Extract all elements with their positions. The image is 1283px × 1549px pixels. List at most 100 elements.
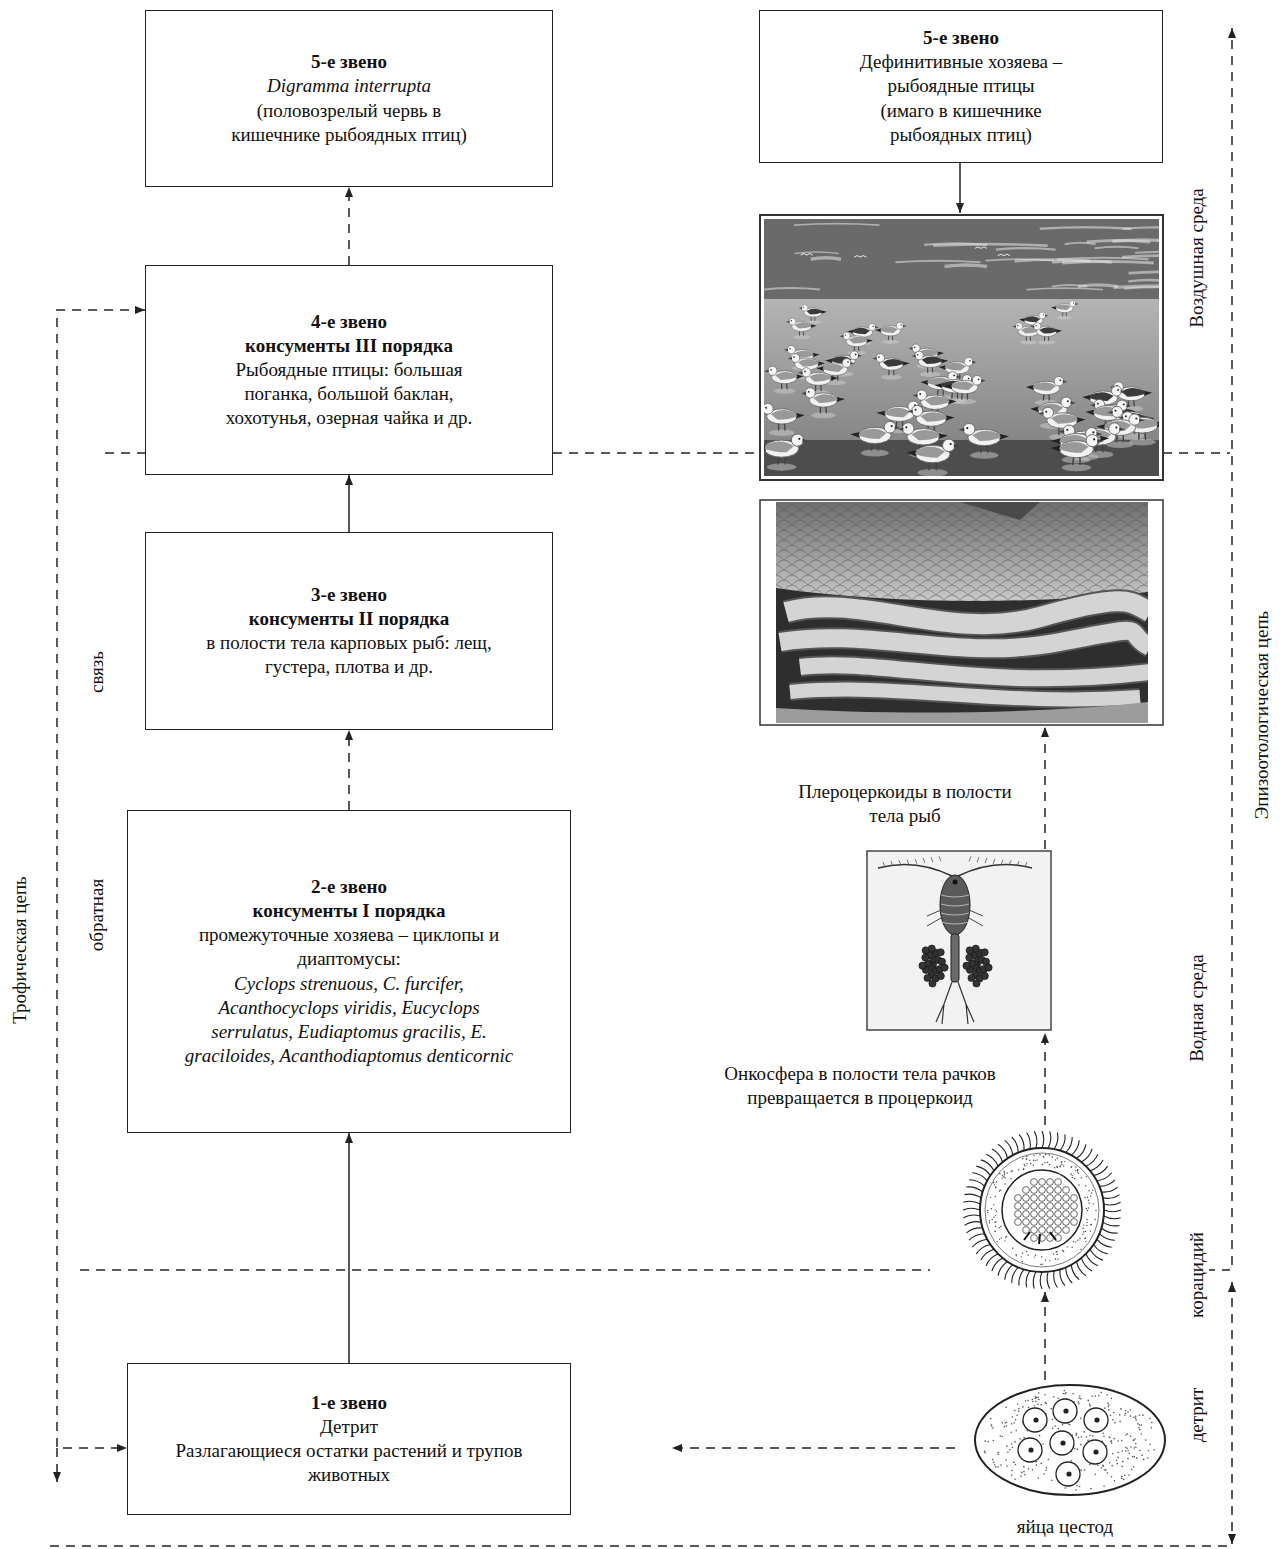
chain-link-box: 3-е звеноконсументы II порядкав полости … — [145, 532, 553, 730]
cilium — [1005, 1265, 1013, 1280]
gull-tail — [1026, 385, 1034, 390]
oncosphere-cell — [1031, 1203, 1038, 1210]
stipple — [993, 1182, 994, 1183]
link-body: в полости тела карповых рыб: лещ, густер… — [186, 631, 512, 679]
stipple — [1103, 1465, 1105, 1467]
gull-head — [964, 357, 973, 366]
stipple — [1055, 1251, 1056, 1252]
stipple — [1077, 1171, 1078, 1172]
stipple — [1019, 1438, 1021, 1440]
gull-eye — [1115, 426, 1117, 428]
cilium — [1097, 1173, 1112, 1181]
gull-beak — [1075, 303, 1078, 305]
axis-label: Трофическая цепь — [8, 876, 32, 1024]
egg-cell — [1018, 1438, 1042, 1462]
stipple — [1005, 1406, 1007, 1408]
stipple — [1035, 1400, 1037, 1402]
gull-tail — [941, 359, 948, 363]
gull-tail — [813, 353, 820, 357]
cilium — [986, 1154, 998, 1166]
stipple — [1012, 1446, 1014, 1448]
gull-head — [842, 359, 851, 368]
wave — [811, 258, 841, 260]
stipple — [992, 1427, 994, 1429]
stipple — [1051, 1419, 1053, 1421]
stipple — [1149, 1443, 1151, 1445]
stipple — [1135, 1419, 1137, 1421]
eye — [953, 880, 958, 885]
stipple — [1027, 1400, 1029, 1402]
coracidium — [963, 1131, 1121, 1289]
stipple — [995, 1196, 996, 1197]
cilium — [1040, 1272, 1042, 1289]
gull — [958, 423, 1009, 458]
stipple — [1045, 1402, 1047, 1404]
stipple — [1058, 1428, 1060, 1430]
stipple — [1061, 1164, 1062, 1165]
gull-head — [884, 421, 896, 433]
gull-eye — [1123, 403, 1125, 405]
stipple — [1015, 1464, 1017, 1466]
seta — [915, 859, 995, 864]
fish-fin — [960, 502, 1040, 520]
segment — [941, 913, 969, 915]
gull-beak — [912, 394, 917, 397]
gull — [1051, 434, 1104, 471]
gull-beak — [956, 375, 961, 378]
cilium — [1034, 1131, 1037, 1148]
gull-reflection — [811, 412, 835, 418]
stipple — [1086, 1176, 1087, 1177]
gull-head — [963, 423, 975, 435]
gull — [911, 351, 948, 377]
stipple — [1004, 1422, 1006, 1424]
stipple — [1049, 1260, 1050, 1261]
gull-eye — [953, 375, 955, 377]
stipple — [1026, 1156, 1027, 1157]
oncosphere-cell — [1023, 1187, 1030, 1194]
gull-head — [1069, 301, 1075, 307]
wave — [794, 224, 880, 226]
stipple — [1086, 1222, 1087, 1223]
stipple — [1007, 1451, 1009, 1453]
cilium — [1104, 1216, 1121, 1219]
stipple — [1061, 1161, 1062, 1162]
gull-eye — [968, 378, 970, 380]
stipple — [990, 1418, 992, 1420]
oncosphere-cell — [1063, 1227, 1070, 1234]
stipple — [1107, 1406, 1109, 1408]
stipple — [1136, 1457, 1138, 1459]
stipple — [1041, 1256, 1042, 1257]
link-heading: 3-е звено — [186, 583, 512, 607]
stipple — [1126, 1433, 1128, 1435]
stipple — [1104, 1469, 1106, 1471]
stipple — [1111, 1476, 1113, 1478]
stipple — [996, 1241, 997, 1242]
egg-nucleus — [1093, 1449, 1098, 1454]
gull-eye — [793, 356, 795, 358]
oncosphere-cell — [1031, 1235, 1038, 1242]
gull-tail — [850, 432, 859, 438]
gull-tail — [903, 361, 910, 365]
cilium — [965, 1194, 982, 1198]
stipple — [1103, 1486, 1105, 1488]
stipple — [1107, 1472, 1109, 1474]
stipple — [991, 1425, 993, 1427]
gull-eye — [804, 371, 806, 373]
stipple — [1062, 1424, 1064, 1426]
flying-bird — [975, 247, 987, 249]
stipple — [1039, 1154, 1040, 1155]
oncosphere-cell — [1039, 1211, 1046, 1218]
stipple — [1124, 1474, 1126, 1476]
oncosphere-cell — [1063, 1211, 1070, 1218]
stipple — [1014, 1441, 1016, 1443]
stipple — [1026, 1163, 1027, 1164]
gull-eye — [1043, 314, 1044, 315]
gull-tail — [937, 351, 944, 355]
stipple — [1135, 1417, 1137, 1419]
gull-tail — [867, 339, 873, 343]
egg-nucleus — [1033, 1417, 1038, 1422]
oncosphere-cell — [1055, 1227, 1062, 1234]
gull — [944, 375, 985, 404]
stipple — [1095, 1210, 1096, 1211]
stipple — [1089, 1403, 1091, 1405]
